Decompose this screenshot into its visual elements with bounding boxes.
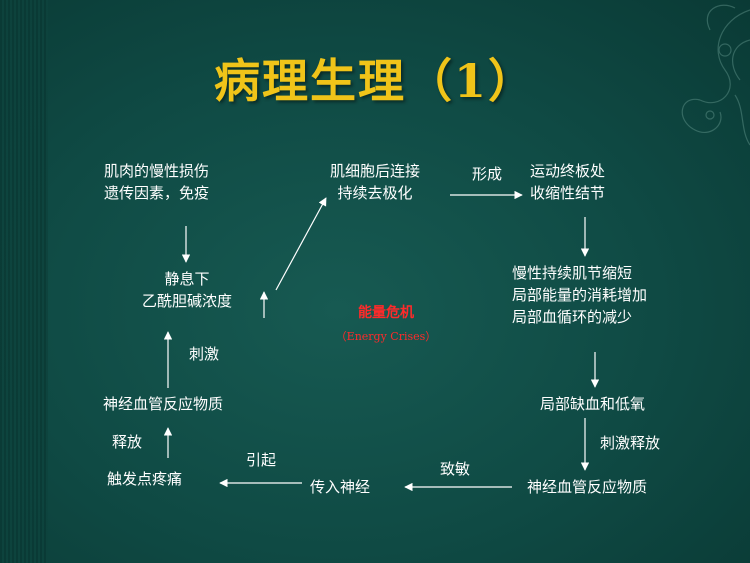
- slide-title: 病理生理（1）: [213, 54, 536, 108]
- node-afferent-nerve: 传入神经: [310, 478, 371, 496]
- edge-label-sensitize: 致敏: [440, 460, 471, 478]
- arrow-ach-to-depol: [275, 197, 327, 291]
- edge-label-stimulate-release: 刺激释放: [600, 434, 661, 452]
- energy-crisis-label: 能量危机: [358, 305, 414, 321]
- node-ischemia-hypoxia: 局部缺血和低氧: [540, 395, 646, 413]
- floral-ornament-icon: [681, 4, 750, 146]
- node-trigger-pain: 触发点疼痛: [107, 470, 183, 488]
- left-decorative-strip: [0, 0, 48, 563]
- energy-crisis-english: （Energy Crises）: [335, 330, 437, 343]
- node-vasoactive-left: 神经血管反应物质: [103, 395, 224, 413]
- edge-label-cause: 引起: [246, 451, 277, 469]
- node-resting-ach: 静息下 乙酰胆碱浓度: [142, 270, 233, 310]
- edge-label-release: 释放: [112, 433, 143, 451]
- node-chronic-shortening: 慢性持续肌节缩短 局部能量的消耗增加 局部血循环的减少: [512, 264, 648, 326]
- node-muscle-injury: 肌肉的慢性损伤 遗传因素，免疫: [104, 162, 210, 202]
- node-vasoactive-right: 神经血管反应物质: [527, 478, 648, 496]
- node-end-plate: 运动终板处 收缩性结节: [530, 162, 606, 202]
- node-continuous-depolarization: 肌细胞后连接 持续去极化: [330, 162, 421, 202]
- edge-label-stimulate: 刺激: [189, 345, 220, 363]
- edge-label-form: 形成: [472, 165, 503, 183]
